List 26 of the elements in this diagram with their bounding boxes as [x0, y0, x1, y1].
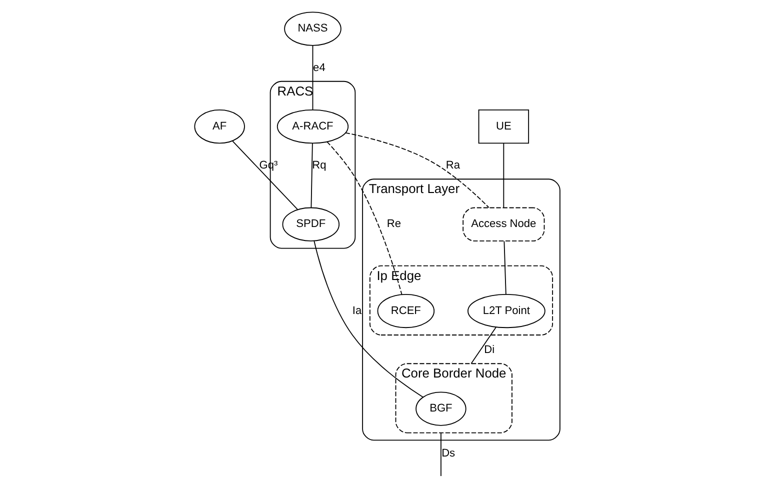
- connector: [314, 240, 424, 398]
- node-ellipse: AF: [194, 110, 245, 144]
- node-ellipse: BGF: [416, 392, 466, 426]
- connector: [470, 326, 496, 364]
- connector: [345, 132, 490, 208]
- node-ellipse: A-RACF: [276, 110, 349, 144]
- edge-label: e4: [313, 62, 326, 74]
- edge-label: Ds: [442, 447, 456, 460]
- connector: [326, 141, 402, 295]
- edge-label: Di: [484, 344, 495, 356]
- node-box: UE: [478, 110, 530, 144]
- node-ellipse: RCEF: [377, 294, 435, 328]
- node-ellipse: NASS: [284, 12, 342, 46]
- node-box: Access Node: [462, 207, 545, 242]
- connector: [503, 142, 504, 208]
- connector: [504, 240, 506, 295]
- node-ellipse: L2T Point: [468, 294, 546, 328]
- edge-label: Rq: [312, 160, 326, 172]
- edge-label: Ra: [446, 160, 460, 172]
- edge-label: Ia: [352, 304, 362, 317]
- connector: [312, 45, 314, 110]
- node-ellipse: SPDF: [282, 207, 340, 242]
- connector: [232, 140, 298, 210]
- edge-label: Re: [386, 218, 401, 230]
- connector: [310, 142, 313, 208]
- connector: [440, 432, 442, 476]
